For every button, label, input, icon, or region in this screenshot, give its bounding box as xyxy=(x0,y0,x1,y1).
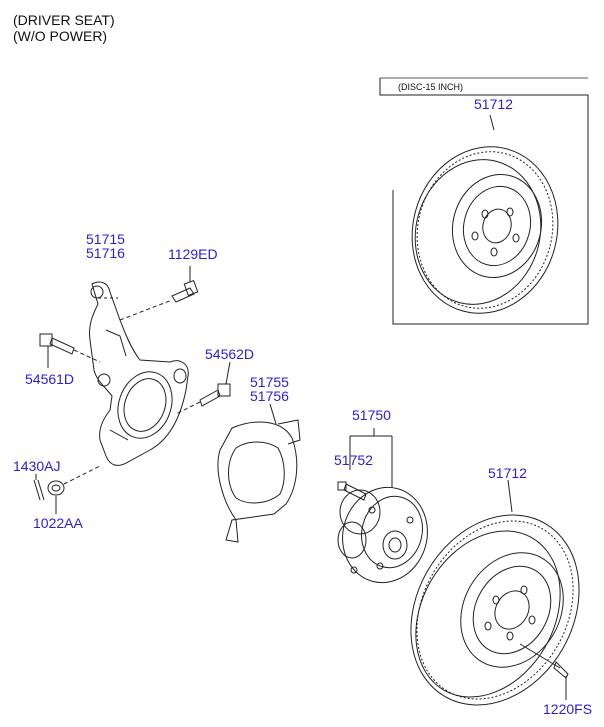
bolt-54561d xyxy=(39,333,101,368)
steering-knuckle xyxy=(89,281,189,466)
bolt-54562d xyxy=(175,361,231,415)
brake-disc-top xyxy=(411,114,559,314)
header-line-2: (W/O POWER) xyxy=(13,28,108,44)
part-51756-label[interactable]: 51756 xyxy=(250,388,289,404)
part-51752-label[interactable]: 51752 xyxy=(334,452,373,468)
inset-note: (DISC-15 INCH) xyxy=(398,82,464,92)
part-51750-label[interactable]: 51750 xyxy=(352,407,391,423)
part-51755-label[interactable]: 51755 xyxy=(250,374,289,390)
header-line-1: (DRIVER SEAT) xyxy=(13,12,115,28)
wheel-stud-51752 xyxy=(337,481,367,501)
part-51712-top-label[interactable]: 51712 xyxy=(474,96,513,112)
screw-1220fs xyxy=(519,643,569,700)
bolt-1129ed xyxy=(119,266,199,321)
dust-cover-51755 xyxy=(217,403,301,543)
part-54562d-label[interactable]: 54562D xyxy=(205,346,255,362)
hub-assembly-51750 xyxy=(337,428,428,584)
part-1129ed-label[interactable]: 1129ED xyxy=(168,246,218,262)
cotter-pin-1430aj xyxy=(33,474,45,501)
part-51716-label[interactable]: 51716 xyxy=(86,245,125,261)
brake-disc-bottom xyxy=(410,479,580,706)
part-51712-bottom-label[interactable]: 51712 xyxy=(488,465,527,481)
disc-15-inch-inset-frame xyxy=(379,77,589,325)
part-1022aa-label[interactable]: 1022AA xyxy=(33,515,83,531)
part-54561d-label[interactable]: 54561D xyxy=(25,371,75,387)
nut-1022aa xyxy=(47,465,101,514)
part-1220fs-label[interactable]: 1220FS xyxy=(543,701,593,717)
part-1430aj-label[interactable]: 1430AJ xyxy=(13,458,61,474)
part-51715-label[interactable]: 51715 xyxy=(86,231,125,247)
